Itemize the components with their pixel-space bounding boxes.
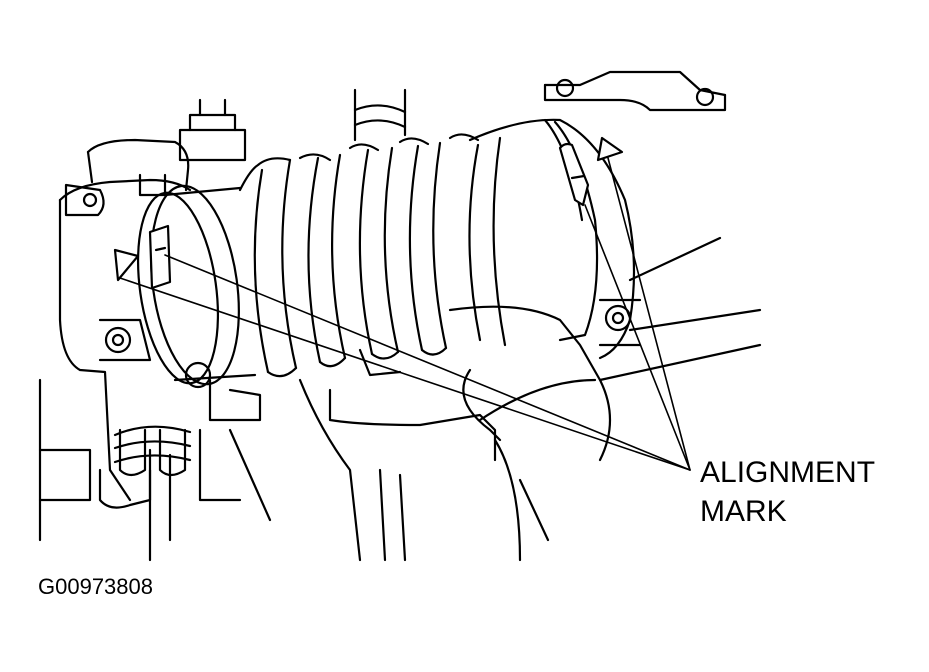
intake-bellows <box>238 133 480 378</box>
airflow-meter-housing <box>448 118 762 462</box>
lower-housing <box>298 348 550 562</box>
left-alignment-mark <box>113 224 172 290</box>
left-triangle-icon <box>113 248 140 282</box>
callout-leaders <box>119 157 691 471</box>
callout-label-alignment: ALIGNMENT <box>700 456 876 489</box>
left-hose-clamp <box>136 184 257 386</box>
throttle-body <box>38 98 272 562</box>
figure-id: G00973808 <box>38 574 153 599</box>
right-alignment-mark <box>558 136 624 207</box>
callout-label-mark: MARK <box>700 495 787 528</box>
mounting-bracket <box>543 70 727 112</box>
upper-pipe <box>353 88 407 142</box>
right-triangle-icon <box>596 136 624 162</box>
